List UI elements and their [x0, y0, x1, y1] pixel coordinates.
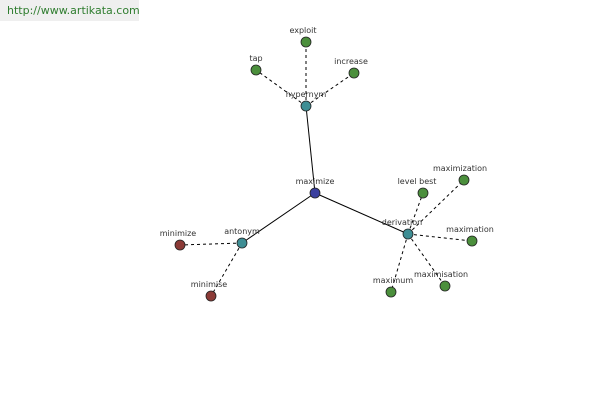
node-derivation-label: derivation	[382, 218, 422, 227]
node-antonym[interactable]	[236, 237, 248, 249]
node-maximation-label: maximation	[446, 225, 494, 234]
node-maximum-label: maximum	[373, 276, 414, 285]
node-exploit[interactable]	[300, 36, 312, 48]
node-maximisation-label: maximisation	[414, 270, 468, 279]
edge-hypernym-tap	[255, 69, 307, 107]
edge-maximize-antonym	[241, 192, 316, 244]
node-maximum[interactable]	[385, 286, 397, 298]
node-tap-label: tap	[249, 54, 262, 63]
node-maximation[interactable]	[466, 235, 478, 247]
node-level-best-label: level best	[398, 177, 437, 186]
edge-derivation-maximisation	[407, 233, 446, 287]
graph-edges	[179, 42, 473, 297]
node-increase[interactable]	[348, 67, 360, 79]
node-derivation[interactable]	[402, 228, 414, 240]
node-minimise[interactable]	[205, 290, 217, 302]
edge-derivation-maximation	[407, 233, 473, 242]
edge-derivation-maximization	[407, 179, 465, 235]
node-maximisation[interactable]	[439, 280, 451, 292]
node-minimise-label: minimise	[191, 280, 227, 289]
edge-derivation-level-best	[407, 192, 424, 235]
edge-maximize-derivation	[314, 192, 409, 235]
node-minimize[interactable]	[174, 239, 186, 251]
source-url[interactable]: http://www.artikata.com	[0, 0, 140, 21]
edge-antonym-minimize	[179, 242, 243, 246]
node-hypernym[interactable]	[300, 100, 312, 112]
node-maximization[interactable]	[458, 174, 470, 186]
graph-nodes	[174, 36, 478, 302]
node-maximize[interactable]	[309, 187, 321, 199]
node-exploit-label: exploit	[289, 26, 316, 35]
node-hypernym-label: hypernym	[286, 90, 327, 99]
node-increase-label: increase	[334, 57, 368, 66]
node-minimize-label: minimize	[160, 229, 197, 238]
edge-antonym-minimise	[210, 242, 243, 297]
edge-maximize-hypernym	[305, 105, 316, 194]
edge-derivation-maximum	[390, 233, 409, 293]
graph-labels: maximize hypernym derivation antonym exploit…	[160, 26, 494, 289]
node-level-best[interactable]	[417, 187, 429, 199]
node-maximize-label: maximize	[296, 177, 335, 186]
edge-hypernym-increase	[305, 72, 355, 107]
node-antonym-label: antonym	[224, 227, 260, 236]
node-maximization-label: maximization	[433, 164, 487, 173]
node-tap[interactable]	[250, 64, 262, 76]
